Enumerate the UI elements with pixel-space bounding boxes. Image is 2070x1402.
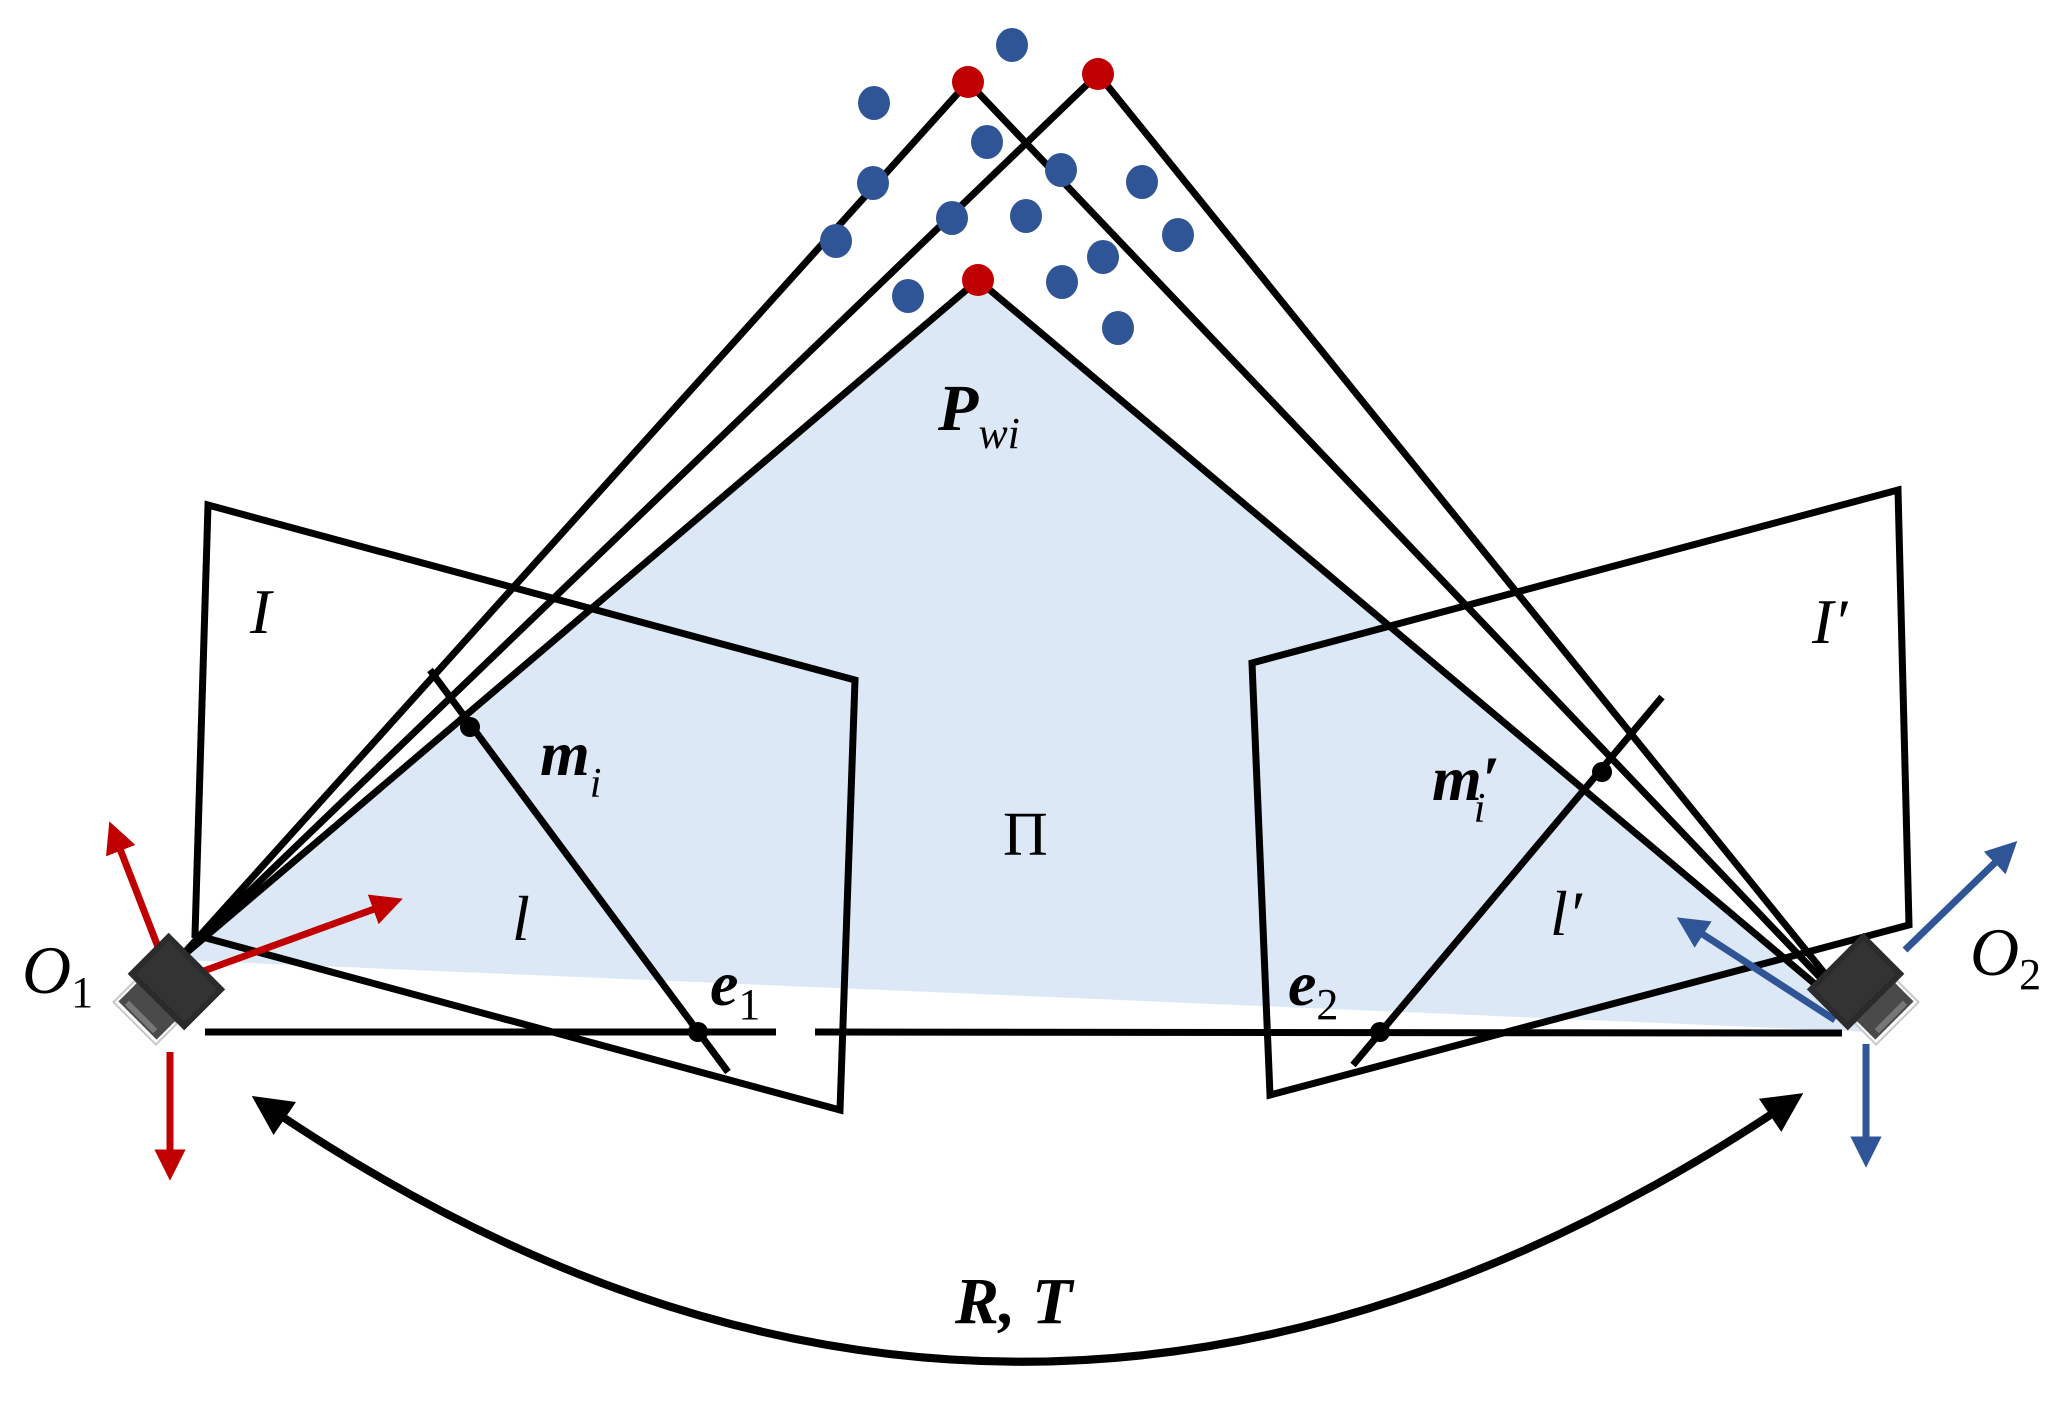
label-point-left: mi bbox=[540, 718, 601, 807]
label-epipole-right: e2 bbox=[1288, 948, 1338, 1029]
label-point-left-main: m bbox=[540, 718, 590, 789]
feature-point bbox=[857, 166, 889, 200]
feature-point-cloud bbox=[820, 28, 1194, 345]
label-point-right-sub: i bbox=[1474, 786, 1486, 832]
epipole-e1 bbox=[688, 1022, 708, 1042]
label-transform: R, T bbox=[954, 1265, 1075, 1338]
matched-points bbox=[952, 58, 1114, 296]
label-camera-right-main: O bbox=[1970, 914, 2019, 990]
label-point-right: m′i bbox=[1432, 743, 1500, 832]
camera-icon bbox=[112, 932, 226, 1046]
label-point-world: Pwi bbox=[937, 372, 1020, 458]
label-camera-right: O2 bbox=[1970, 914, 2041, 999]
label-camera-left: O1 bbox=[22, 932, 93, 1017]
feature-point bbox=[996, 28, 1028, 62]
epipolar-line-left bbox=[427, 667, 731, 1075]
baseline-right bbox=[814, 1028, 1843, 1037]
label-camera-left-sub: 1 bbox=[71, 968, 93, 1017]
matched-point bbox=[1082, 58, 1114, 90]
epipole-e2 bbox=[1370, 1022, 1390, 1042]
label-epipole-left-main: e bbox=[710, 948, 738, 1019]
matched-point bbox=[952, 66, 984, 98]
feature-point bbox=[858, 86, 890, 120]
camera-axes-right bbox=[1676, 841, 2018, 1168]
label-image-left: I bbox=[249, 576, 274, 647]
ray-right-2 bbox=[1095, 71, 1875, 1035]
label-epipole-left: e1 bbox=[710, 948, 760, 1029]
label-line-right: l′ bbox=[1550, 878, 1583, 949]
feature-point bbox=[1010, 199, 1042, 233]
label-point-right-main: m′ bbox=[1432, 743, 1500, 814]
label-epipole-right-sub: 2 bbox=[1316, 980, 1338, 1029]
epipolar-line-right bbox=[1350, 694, 1665, 1068]
label-point-world-sub: wi bbox=[978, 409, 1020, 458]
label-epipole-right-main: e bbox=[1288, 948, 1316, 1019]
label-point-world-main: P bbox=[937, 372, 979, 445]
feature-point bbox=[1045, 153, 1077, 187]
ray-left-3 bbox=[175, 277, 981, 963]
ray-right-1 bbox=[965, 79, 1875, 1035]
label-camera-right-sub: 2 bbox=[2019, 950, 2041, 999]
ray-right-3 bbox=[975, 277, 1875, 1035]
label-camera-left-main: O bbox=[22, 932, 71, 1008]
epipolar-plane bbox=[178, 280, 1872, 1032]
label-epipole-left-sub: 1 bbox=[738, 980, 760, 1029]
feature-point bbox=[1126, 165, 1158, 199]
label-point-left-sub: i bbox=[590, 761, 602, 807]
feature-point bbox=[1162, 218, 1194, 252]
label-image-right: I′ bbox=[1811, 586, 1848, 657]
transform-arrow bbox=[251, 1093, 1804, 1366]
image-plane-right bbox=[1248, 485, 1913, 1100]
matched-point bbox=[962, 264, 994, 296]
label-plane: Π bbox=[1003, 801, 1048, 869]
point-m-i bbox=[460, 717, 480, 737]
label-line-left: l bbox=[512, 883, 530, 954]
feature-point bbox=[1102, 311, 1134, 345]
feature-point bbox=[1087, 240, 1119, 274]
feature-point bbox=[971, 125, 1003, 159]
camera-icon bbox=[1806, 932, 1920, 1046]
feature-point bbox=[1046, 265, 1078, 299]
point-m-prime-i bbox=[1592, 762, 1612, 782]
feature-point bbox=[892, 279, 924, 313]
feature-point bbox=[820, 224, 852, 258]
feature-point bbox=[936, 201, 968, 235]
